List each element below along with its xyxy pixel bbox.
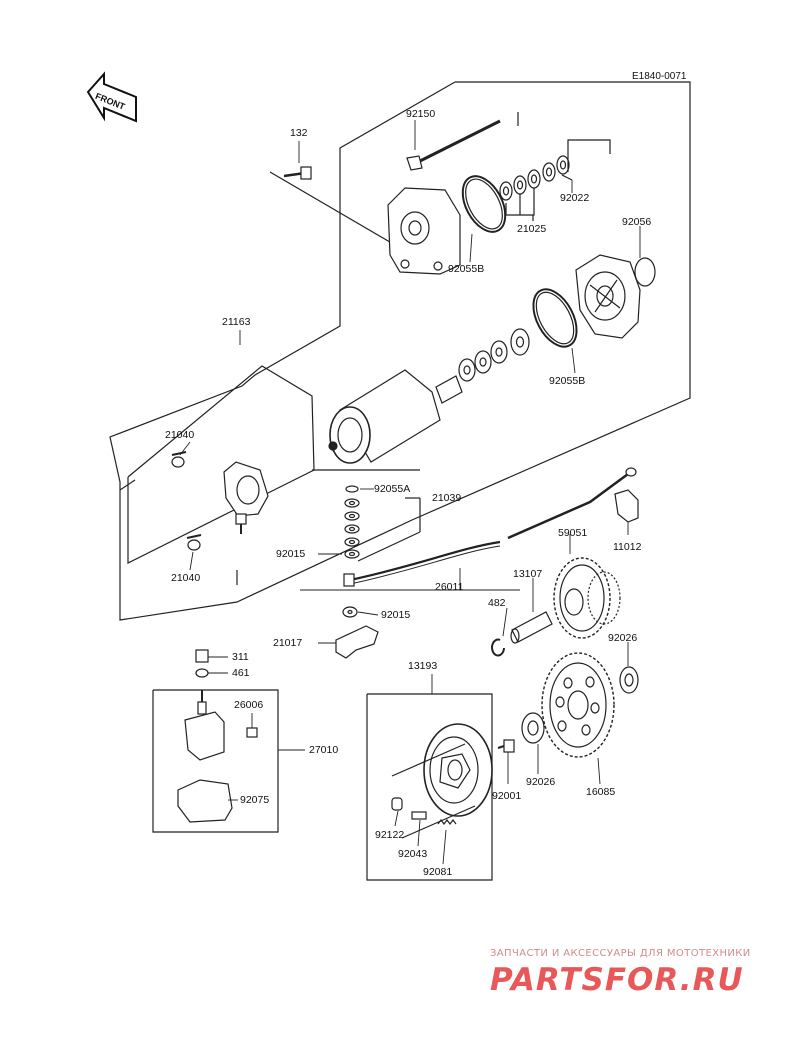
part-label: 92122 [375,829,405,841]
screw-132 [283,166,312,180]
part-label: 92015 [276,548,306,560]
part-label: 92056 [622,216,652,228]
rear-cover [387,187,461,275]
o-ring-lower [532,288,578,348]
idler-shaft [510,611,553,644]
part-label: 21017 [273,637,303,649]
o-ring-92056 [634,257,656,287]
front-arrow-icon [86,71,137,123]
nut-311 [195,649,209,663]
relay-cap [614,489,639,523]
part-label: 92043 [398,848,428,860]
clutch-gear-16085 [541,652,615,758]
part-label: 92055B [448,263,485,275]
part-label: 132 [290,127,308,139]
brush-holder-outline [127,365,315,564]
part-label: 92075 [240,794,270,806]
starter-group-outline [109,81,691,621]
starter-clutch [423,723,493,817]
circlip-482 [491,638,505,657]
watermark-tagline: ЗАПЧАСТИ И АКСЕССУАРЫ ДЛЯ МОТОТЕХНИКИ [490,948,751,959]
part-label: 482 [488,597,506,609]
front-cover [575,254,641,339]
part-label: 21040 [171,572,201,584]
starter-cable [349,540,501,582]
starter-motor-body [328,369,463,464]
part-label: 13193 [408,660,438,672]
relay-holder [177,779,233,823]
through-bolt [406,119,501,171]
washer-92026-lower [521,712,545,744]
part-label: 21163 [222,316,251,328]
diagram-code: E1840-0071 [632,71,687,82]
part-label: 16085 [586,786,616,798]
clutch-group-box [366,693,493,881]
shaft-washers [458,328,530,382]
part-label: 92022 [560,192,590,204]
part-label: 311 [232,651,249,663]
part-label: 92001 [492,790,522,802]
part-label: 13107 [513,568,543,580]
idler-gear-59051 [553,557,621,639]
washer-461 [195,668,209,678]
part-label: 11012 [613,541,642,553]
part-label: 461 [232,667,250,679]
starter-relay [184,690,225,761]
part-label: 26006 [234,699,264,711]
terminal-boot [335,625,379,659]
part-label: 27010 [309,744,339,756]
relay-group-box [152,689,279,833]
part-label: 26011 [435,581,464,593]
part-label: 92081 [423,866,453,878]
part-label: 92026 [608,632,638,644]
spring-cap-92043 [411,811,427,820]
washer-92026-upper [619,666,639,694]
brush-plate [223,461,269,534]
brush-spring-upper [171,451,187,468]
part-label: 92015 [381,609,411,621]
part-label: 21040 [165,429,195,441]
part-label: 92055A [374,483,411,495]
part-label: 21039 [432,492,462,504]
part-label: 92055B [549,375,586,387]
part-label: 92026 [526,776,556,788]
spring-92081 [437,819,457,825]
watermark-brand: PARTSFOR.RU [490,962,744,998]
part-label: 21025 [517,223,547,235]
part-label: 92150 [406,108,436,120]
o-ring-top [461,175,507,233]
part-label: 59051 [558,527,588,539]
nut-92015 [342,606,358,618]
bolt-92001 [497,739,515,753]
brush-spring-lower [186,534,202,551]
terminal-washers [344,485,360,559]
roller-92122 [391,797,403,811]
